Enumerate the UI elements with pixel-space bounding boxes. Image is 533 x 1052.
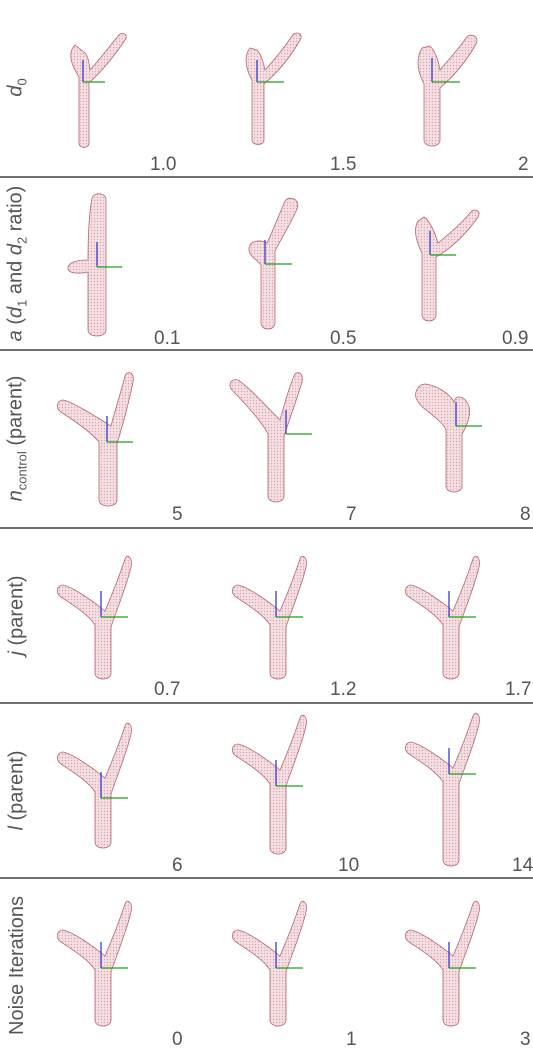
value-label: 1: [346, 1029, 357, 1051]
value-label: 7: [346, 504, 357, 526]
value-label: 10: [338, 855, 359, 877]
vessel-render: [235, 195, 315, 335]
row-label: d0: [0, 0, 34, 175]
vessel-render: [55, 720, 155, 855]
value-label: 1.2: [330, 679, 356, 701]
value-label: 1.7: [505, 679, 531, 701]
row-label: a (d1 and d2 ratio): [0, 178, 34, 348]
vessel-render: [55, 553, 155, 688]
vessel-render: [410, 380, 500, 500]
vessel-render: [55, 898, 155, 1033]
row-label: Noise Iterations: [0, 879, 34, 1052]
vessel-render: [55, 25, 145, 155]
value-label: 14: [512, 855, 533, 877]
vessel-render: [232, 28, 322, 153]
value-label: 3: [520, 1029, 531, 1051]
vessel-render: [230, 553, 330, 688]
vessel-render: [403, 710, 503, 872]
value-label: 0: [172, 1029, 183, 1051]
vessel-render: [230, 898, 330, 1033]
row-label: j (parent): [0, 529, 34, 701]
vessel-render: [410, 28, 500, 153]
value-label: 8: [520, 504, 531, 526]
vessel-render: [228, 372, 328, 512]
value-label: 0.1: [154, 328, 180, 350]
vessel-render: [408, 205, 498, 330]
vessel-render: [60, 190, 140, 340]
value-label: 0.5: [330, 328, 356, 350]
vessel-render: [403, 553, 503, 688]
vessel-render: [230, 712, 330, 860]
value-label: 1.5: [330, 154, 356, 176]
row-label: l (parent): [0, 704, 34, 876]
vessel-render: [403, 898, 503, 1033]
value-label: 2: [518, 154, 529, 176]
value-label: 5: [172, 504, 183, 526]
row-label: ncontrol (parent): [0, 351, 34, 526]
value-label: 6: [172, 855, 183, 877]
vessel-render: [55, 370, 165, 515]
value-label: 0.9: [502, 328, 528, 350]
value-label: 0.7: [154, 679, 180, 701]
value-label: 1.0: [150, 154, 176, 176]
